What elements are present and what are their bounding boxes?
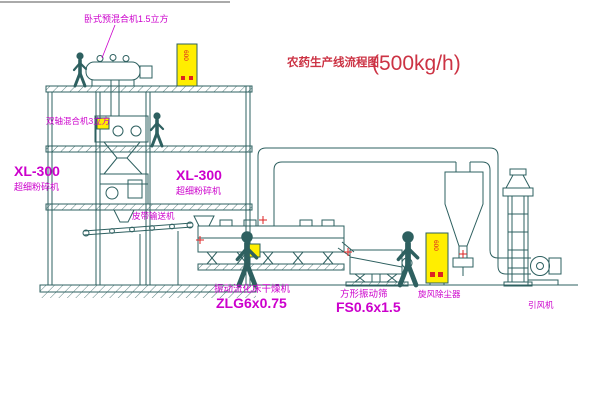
control-panel-right-text: 600 (432, 240, 439, 251)
twin-shaft-mixer (94, 115, 149, 175)
diagram-capacity: (500kg/h) (372, 52, 461, 75)
control-panel-top: 600 (176, 43, 198, 87)
pulverizer-mill (99, 173, 149, 223)
fan-label: 引风机 (528, 300, 554, 310)
control-panel-right: 600 (425, 232, 449, 285)
mill-left-name-label: 超细粉碎机 (14, 181, 59, 192)
cyclone-separator (444, 171, 484, 276)
belt-conveyor-label: 皮带输送机 (132, 211, 175, 221)
exhaust-duct (257, 147, 531, 275)
diagram-title: 农药生产线流程图 (286, 55, 379, 69)
dryer-model-label: ZLG6x0.75 (216, 295, 287, 311)
worker-figure (72, 50, 88, 88)
label-leader-line (101, 24, 116, 59)
worker-figure (149, 110, 165, 148)
exhaust-stack (502, 168, 534, 287)
mill-left-model-label: XL-300 (14, 163, 60, 179)
premixer-label: 卧式预混合机1.5立方 (84, 13, 169, 24)
reference-markers (196, 216, 467, 258)
induced-draft-fan (527, 256, 562, 286)
fluid-bed-dryer (197, 219, 355, 271)
belt-conveyor (82, 215, 215, 285)
control-panel-top-text: 600 (182, 50, 189, 61)
twin-shaft-mixer-label: 双轴混合机3立方 (46, 116, 110, 126)
worker-figure (398, 231, 417, 285)
vibrating-screen (345, 249, 413, 287)
dust-collector-label: 旋风除尘器 (418, 289, 461, 299)
screen-model-label: FS0.6x1.5 (336, 299, 401, 315)
mill-center-name-label: 超细粉碎机 (176, 185, 221, 196)
dryer-outlet-chute (337, 241, 355, 257)
screen-name-label: 方形振动筛 (340, 288, 388, 300)
dryer-name-label: 振动流化床干燥机 (214, 283, 291, 295)
mill-center-model-label: XL-300 (176, 167, 222, 183)
roof-premixer (85, 24, 153, 116)
worker-figure (237, 231, 256, 285)
